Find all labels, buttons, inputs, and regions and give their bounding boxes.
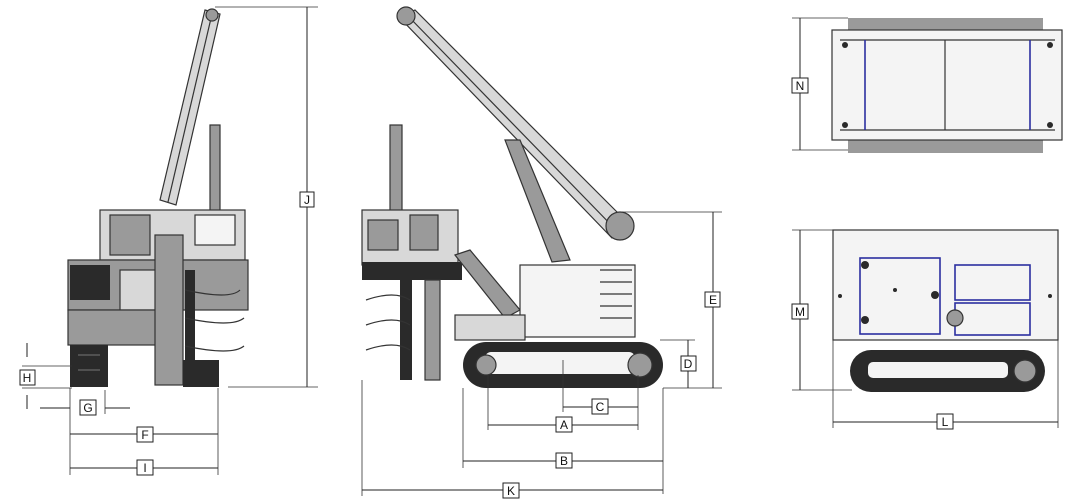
side-view (361, 6, 663, 388)
svg-text:F: F (141, 428, 148, 442)
dim-label-a: A (555, 416, 573, 433)
dim-label-i: I (136, 459, 154, 476)
dim-label-g: G (79, 399, 97, 416)
dim-label-n: N (791, 77, 809, 94)
dim-label-e: E (704, 291, 721, 308)
dim-label-m: M (791, 303, 809, 320)
dim-label-c: C (591, 398, 609, 415)
svg-text:B: B (560, 454, 568, 468)
dim-label-l: L (936, 413, 954, 430)
svg-text:N: N (796, 79, 805, 93)
svg-text:E: E (709, 293, 717, 307)
svg-text:C: C (596, 400, 605, 414)
dim-label-h: H (19, 369, 36, 386)
svg-text:I: I (143, 461, 146, 475)
svg-text:G: G (83, 401, 92, 415)
dim-label-j: J (299, 191, 315, 208)
dim-label-b: B (555, 452, 573, 469)
svg-text:L: L (942, 415, 949, 429)
svg-text:A: A (560, 418, 568, 432)
svg-text:M: M (795, 305, 805, 319)
top-view (831, 18, 1063, 153)
svg-text:D: D (684, 357, 693, 371)
svg-text:H: H (23, 371, 32, 385)
dim-label-k: K (502, 482, 520, 499)
svg-text:K: K (507, 484, 515, 498)
front-view (67, 8, 249, 387)
dim-label-d: D (680, 355, 697, 372)
rear-side-view (832, 229, 1059, 392)
svg-text:J: J (304, 193, 310, 207)
dim-label-f: F (136, 426, 154, 443)
